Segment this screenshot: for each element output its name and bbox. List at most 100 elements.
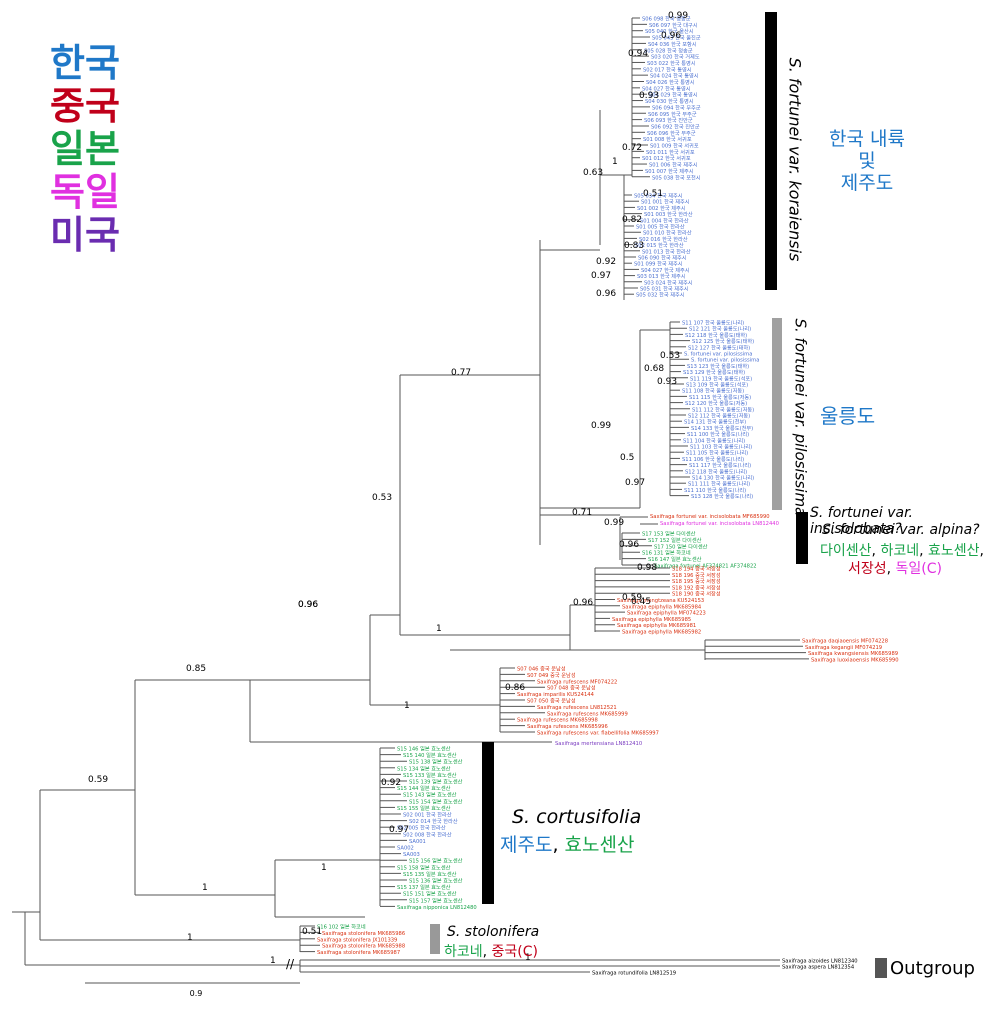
- leaf-label: S15 134 일본 효노센산: [397, 764, 451, 772]
- leaf-label: S12 118 한국 울릉도(나리): [685, 467, 747, 475]
- leaf-label: S01 002 한국 제주시: [637, 204, 686, 212]
- leaf-label: S11 111 한국 울릉도(나리): [688, 480, 750, 488]
- support-value: 0.86: [505, 683, 525, 693]
- leaf-label: S07 048 중국 운남성: [547, 684, 596, 692]
- break-mark: //: [286, 957, 295, 971]
- leaf-label: S18 195 중국 서장성: [672, 577, 721, 585]
- legend-usa: 미국: [50, 213, 120, 257]
- koraiensis-region: 한국 내륙 및 제주도: [829, 128, 905, 194]
- leaf-label: S12 121 한국 울릉도(나리): [689, 325, 751, 333]
- leaf-label: S01 010 한국 한라산: [643, 229, 692, 237]
- leaf-label: S03 022 한국 통영시: [647, 59, 696, 67]
- leaf-label: S07 049 중국 운남성: [527, 671, 576, 679]
- leaf-label: S15 157 일본 효노센산: [409, 896, 463, 904]
- leaf-label: S04 024 한국 통영시: [650, 72, 699, 80]
- support-value: 0.97: [625, 478, 645, 488]
- support-value: 0.96: [661, 31, 681, 41]
- support-value: 0.71: [572, 508, 592, 518]
- leaf-label: S06 095 한국 무주군: [648, 111, 697, 118]
- leaf-label: Saxifraga fortunei var. incisolobata LN8…: [660, 521, 779, 527]
- support-value: 0.92: [381, 778, 401, 788]
- leaf-label: S04 027 한국 통영시: [642, 84, 691, 92]
- leaf-label: S11 106 한국 울릉도(나리): [682, 455, 744, 463]
- pilosissima-label: S. fortunei var. pilosissima: [791, 318, 810, 517]
- leaf-label: S12 127 한국 울릉도(태하): [688, 343, 750, 351]
- leaf-label: S02 001 한국 한라산: [403, 811, 452, 819]
- leaf-label: S01 005 한국 한라산: [636, 223, 685, 231]
- leaf-label: Saxifraga kwangsiensis MK685989: [808, 651, 898, 657]
- support-value: 0.83: [624, 241, 644, 251]
- leaf-label: S15 138 일본 효노센산: [409, 758, 463, 766]
- leaf-label: S14 130 한국 울릉도(나리): [692, 474, 754, 482]
- legend-korea: 한국: [50, 41, 120, 85]
- stolonifera-label: S. stolonifera: [447, 924, 540, 940]
- leaf-label: Saxifraga imparilis KU524144: [517, 692, 595, 698]
- leaf-label: S01 012 한국 서귀포: [642, 154, 691, 162]
- leaf-label: S15 151 일본 효노센산: [403, 890, 457, 898]
- scale-label: 0.9: [190, 989, 203, 998]
- leaf-label: S16 102 일본 하코네: [317, 923, 366, 931]
- leaf-label: Saxifraga daqiaoensis MF074228: [802, 639, 888, 645]
- outgroup-label: Outgroup: [890, 958, 975, 979]
- legend-japan: 일본: [50, 127, 120, 171]
- leaf-label: S11 103 한국 울릉도(나리): [690, 443, 752, 451]
- leaf-label: S01 007 한국 제주시: [645, 167, 694, 175]
- leaf-label: S11 112 한국 울릉도(저동): [692, 405, 754, 413]
- support-value: 0.97: [389, 825, 409, 835]
- support-value: 0.85: [186, 664, 206, 674]
- leaf-label: SA002: [397, 846, 414, 852]
- leaf-label: S11 117 한국 울릉도(나리): [689, 461, 751, 469]
- leaf-label: S15 156 일본 효노센산: [409, 857, 463, 865]
- leaf-label: Saxifraga nipponica LN812480: [397, 905, 477, 911]
- leaf-label: Saxifraga rufescens var. flabellifolia M…: [537, 731, 659, 737]
- support-value: 1: [270, 956, 276, 966]
- leaf-label: S15 135 일본 효노센산: [403, 870, 457, 878]
- support-value: 1: [404, 701, 410, 711]
- support-value: 0.59: [622, 593, 642, 603]
- cortusifolia-region: 제주도, 효노센산: [500, 834, 635, 856]
- leaf-label: Saxifraga rufescens MK685996: [527, 724, 608, 730]
- leaf-label: S04 029 한국 통영시: [649, 91, 698, 99]
- leaf-label: Saxifraga rufescens MK685999: [547, 711, 628, 717]
- cortusifolia-label: S. cortusifolia: [512, 806, 642, 828]
- leaf-label: S13 128 한국 울릉도(나리): [691, 492, 753, 500]
- legend-china: 중국: [50, 84, 120, 128]
- leaf-label: S14 131 한국 울릉도(천부): [684, 419, 746, 426]
- alpina-bar: [796, 512, 808, 564]
- leaf-label: Saxifraga stolonifera MK685988: [322, 944, 405, 950]
- support-value: 0.96: [298, 600, 318, 610]
- support-value: 0.99: [668, 11, 688, 21]
- support-value: 0.93: [657, 377, 677, 387]
- support-value: 0.99: [591, 421, 611, 431]
- leaf-label: S11 115 한국 울릉도(저동): [689, 393, 751, 401]
- leaf-label: S02 008 한국 한라산: [403, 830, 452, 838]
- leaf-label: Saxifraga kegangii MF074219: [805, 645, 882, 651]
- leaf-label: S17 153 일본 다이센산: [642, 530, 696, 538]
- koraiensis-label: S. fortunei var. koraiensis: [785, 57, 805, 262]
- leaf-label: S17 150 일본 다이센산: [654, 542, 708, 550]
- leaf-label: Saxifraga mengtzeana KU524153: [617, 598, 704, 604]
- leaf-label: S. fortunei var. pilosissima: [691, 358, 759, 364]
- leaf-label: S11 104 한국 울릉도(나리): [683, 436, 745, 444]
- support-value: 0.82: [622, 215, 642, 225]
- leaf-label: S02 014 한국 한라산: [409, 817, 458, 825]
- leaf-label: Saxifraga stolonifera JX101339: [317, 937, 397, 943]
- alpina-region-2: 서장성, 독일(C): [848, 561, 943, 577]
- leaf-label: Saxifraga mertensiana LN812410: [555, 741, 642, 747]
- clade-bars: [430, 12, 887, 978]
- leaf-label: S15 155 일본 효노센산: [397, 804, 451, 812]
- country-legend: 한국 중국 일본 독일 미국: [50, 42, 120, 257]
- leaf-label: S07 046 중국 운남성: [517, 665, 566, 673]
- legend-germany: 독일: [50, 170, 120, 214]
- leaf-label: S01 008 한국 서귀포: [643, 135, 692, 143]
- leaf-label: S12 125 한국 울릉도(태하): [692, 337, 754, 345]
- leaf-label: S11 119 한국 울릉도(석포): [690, 374, 752, 382]
- support-value: 0.72: [622, 143, 642, 153]
- leaf-label: S17 152 일본 다이센산: [648, 536, 702, 544]
- leaf-label: S15 154 일본 효노센산: [409, 797, 463, 805]
- support-value: 0.68: [644, 364, 664, 374]
- leaf-label: S07 050 중국 운남성: [527, 697, 576, 705]
- leaf-label: S02 015 한국 한라산: [635, 241, 684, 249]
- leaf-label: S15 137 일본 효노센산: [397, 883, 451, 891]
- leaf-label: Saxifraga epiphylla MK685981: [617, 623, 696, 629]
